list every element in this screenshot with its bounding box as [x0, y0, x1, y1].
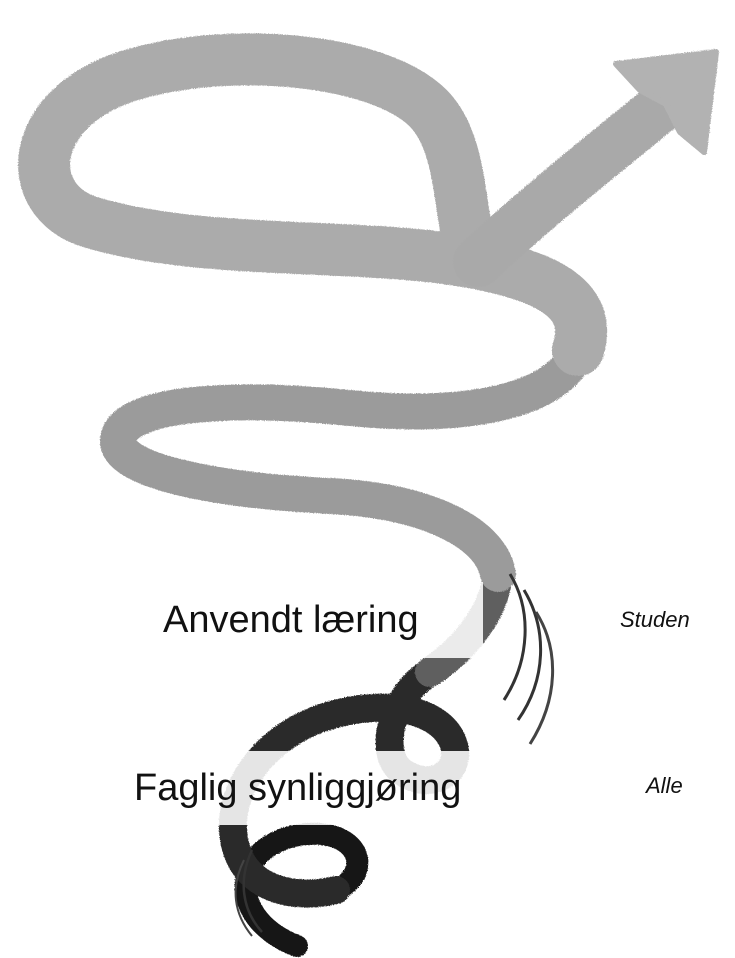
label-faglig-synliggjoring: Faglig synliggjøring — [112, 751, 560, 825]
side-text-studen: Studen — [620, 607, 690, 633]
side-text-alle: Alle — [646, 773, 683, 799]
label-anvendt-laering: Anvendt læring — [143, 582, 483, 658]
